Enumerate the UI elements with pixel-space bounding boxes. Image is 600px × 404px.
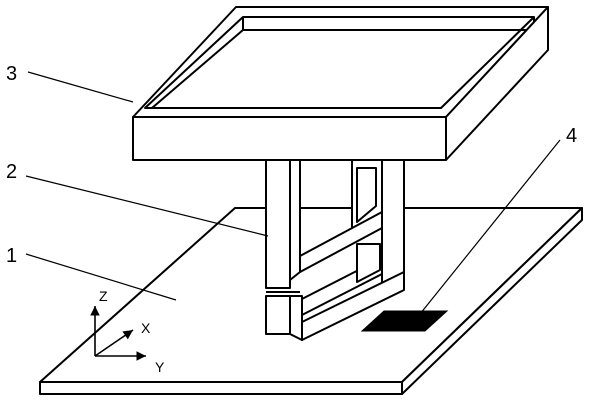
coordinate-axes	[90, 306, 146, 361]
x-axis-arrow	[94, 329, 134, 357]
mechanism-back-column	[381, 159, 405, 293]
mechanism-slot	[356, 167, 377, 223]
x-axis-label: X	[141, 320, 151, 336]
label-mechanism: 2	[6, 161, 17, 183]
leader-line-2	[25, 175, 269, 237]
flexure-mechanism	[265, 159, 405, 341]
tray-inner-wall-left	[151, 29, 244, 109]
mechanism-inner-column	[289, 159, 301, 281]
leader-lines	[25, 71, 561, 315]
sensor-pad	[360, 310, 449, 332]
leader-line-4	[419, 139, 561, 315]
tray-side-face	[445, 6, 549, 161]
leader-line-1	[25, 253, 177, 301]
leader-line-3	[27, 71, 134, 103]
base-plate-side	[401, 207, 583, 395]
label-base: 1	[6, 245, 17, 267]
z-axis-label: Z	[99, 288, 108, 304]
y-axis-label: Y	[155, 359, 165, 375]
base-plate-front	[39, 381, 403, 395]
mechanism-foot	[265, 295, 291, 335]
tray-front-face	[132, 116, 447, 161]
mechanism-bottom-link	[301, 271, 405, 341]
tray	[132, 6, 549, 161]
mechanism-lower-window	[356, 243, 381, 283]
mechanism-foot-side	[289, 295, 303, 341]
mechanism-upper-beam	[299, 211, 383, 273]
label-tray: 3	[6, 63, 17, 85]
label-sensor: 4	[566, 125, 577, 147]
mechanism-left-column	[265, 159, 291, 289]
tray-inner-opening	[144, 16, 535, 109]
